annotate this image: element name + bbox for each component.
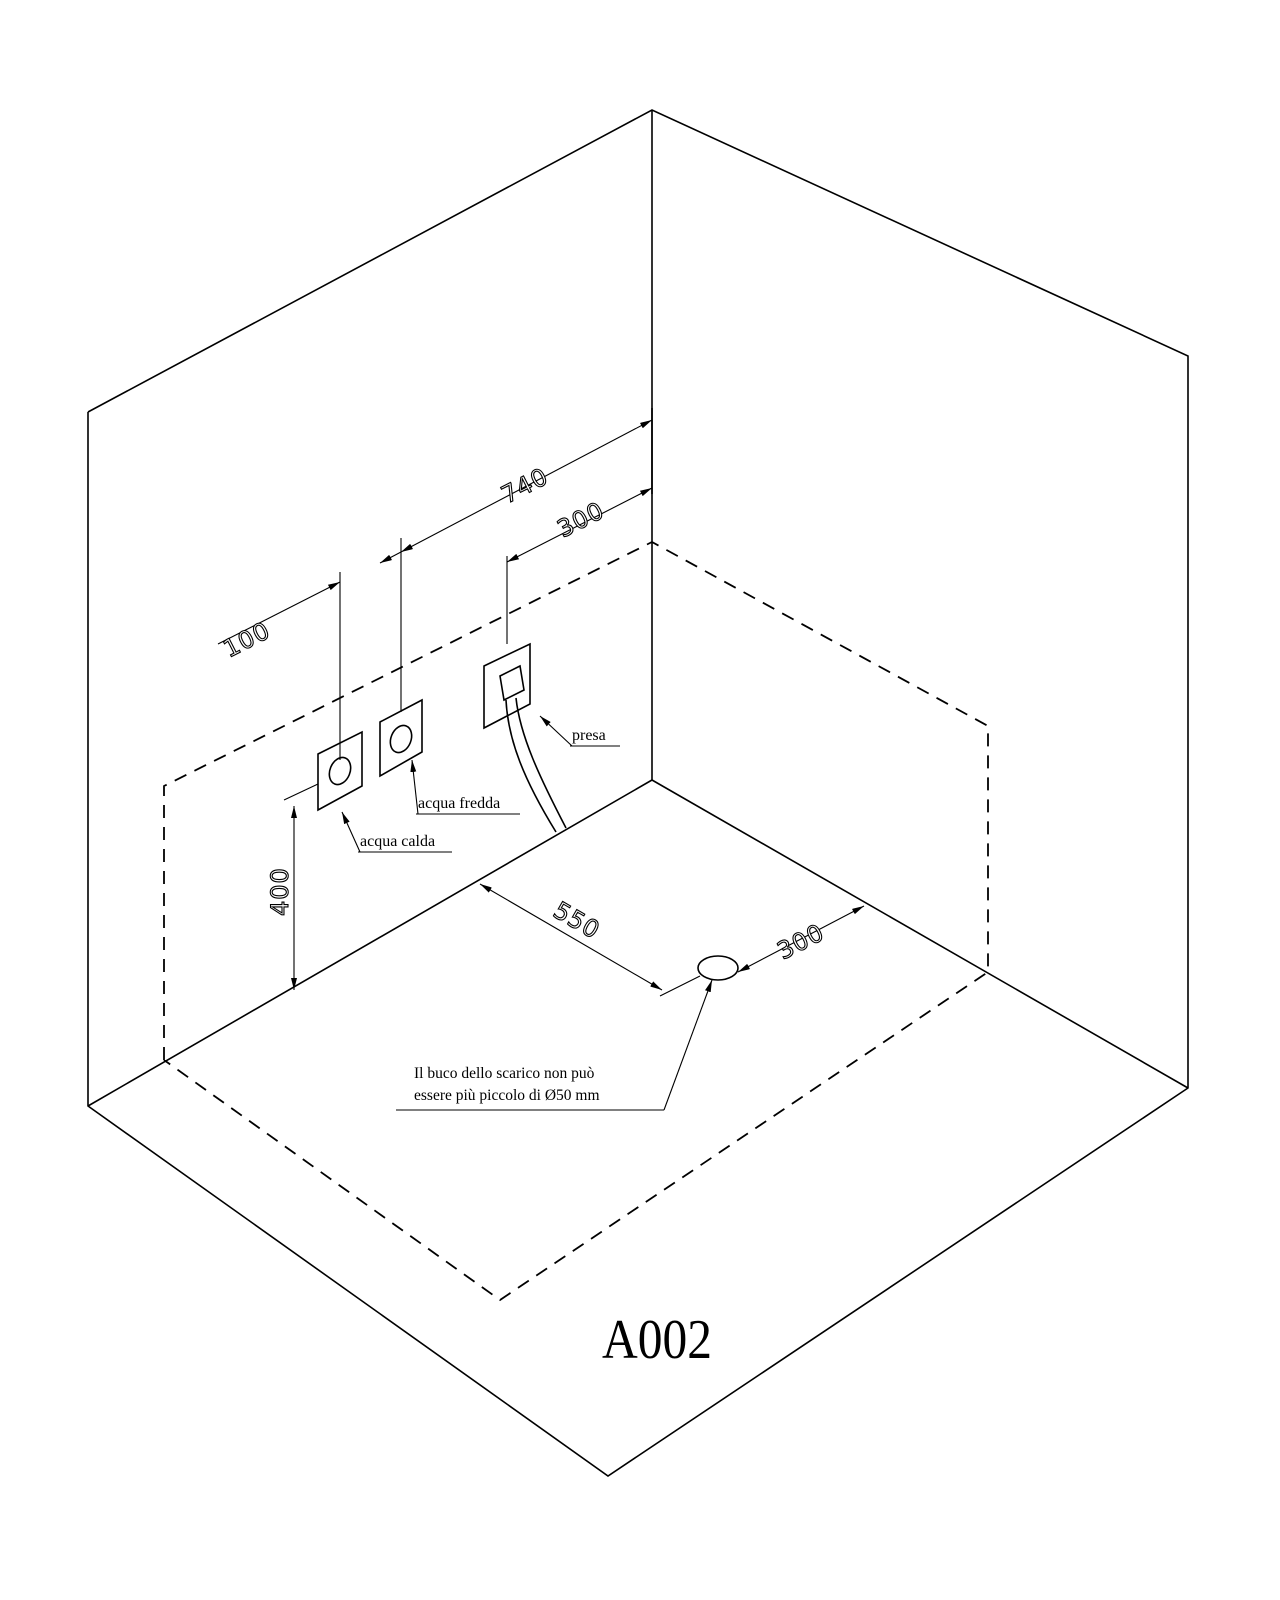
- power-cable: [505, 699, 557, 833]
- ext-line-400-top: [283, 783, 319, 801]
- cold-water-outlet-icon: [389, 724, 413, 754]
- drain-note-line-2: essere più piccolo di Ø50 mm: [414, 1087, 600, 1104]
- dim-line-300-wall: [506, 487, 653, 563]
- cold-water-plate: [379, 698, 423, 778]
- power-cable-outer: [515, 697, 567, 829]
- dim-text-400: 400: [266, 867, 294, 916]
- dim-line-740: [400, 419, 653, 553]
- label-socket: presa: [539, 715, 620, 747]
- dim-line-100-right: [379, 551, 402, 564]
- hot-water-plate-square: [317, 730, 363, 812]
- cold-water-plate-square: [379, 698, 423, 778]
- drain-note-line-1: Il buco dello scarico non può: [414, 1065, 595, 1082]
- label-hot-water: acqua calda: [341, 811, 452, 853]
- leader-drain: [663, 979, 713, 1111]
- dim-line-100: [217, 581, 341, 645]
- label-text-socket: presa: [572, 727, 606, 744]
- room-outline: [87, 109, 1189, 1477]
- tub-footprint: [163, 540, 989, 1302]
- dim-line-300-floor: [737, 905, 865, 973]
- plug-icon: [499, 664, 525, 702]
- floor-left-edge: [87, 779, 653, 1107]
- label-cold-water: acqua fredda: [410, 759, 520, 815]
- tub-back-outline: [163, 540, 989, 1302]
- leader-socket: [539, 715, 573, 747]
- hot-water-outlet-icon: [328, 756, 352, 786]
- label-drain: Il buco dello scarico non può essere più…: [396, 979, 713, 1111]
- floor-right-edge: [651, 779, 1189, 1089]
- dimension-lines: [217, 419, 865, 997]
- dim-text-300-wall: 300: [553, 496, 609, 543]
- dim-text-550: 550: [549, 896, 605, 945]
- dim-text-740: 740: [497, 462, 553, 509]
- socket-plate-square: [483, 642, 531, 730]
- leader-hot-water: [341, 811, 361, 853]
- dim-text-100: 100: [219, 616, 275, 663]
- dim-line-550: [479, 883, 663, 991]
- label-text-cold-water: acqua fredda: [418, 795, 500, 812]
- room-outer-edge: [87, 109, 1189, 1477]
- ext-line-drain: [659, 975, 701, 997]
- drain-hole-icon: [697, 955, 739, 981]
- leader-cold-water: [410, 759, 419, 815]
- wall-extension-lines: [283, 408, 653, 801]
- socket-plate: [483, 642, 567, 833]
- label-text-hot-water: acqua calda: [360, 833, 435, 850]
- hot-water-plate: [317, 730, 363, 812]
- dim-text-300-floor: 300: [773, 918, 829, 965]
- model-code: A002: [602, 1309, 712, 1371]
